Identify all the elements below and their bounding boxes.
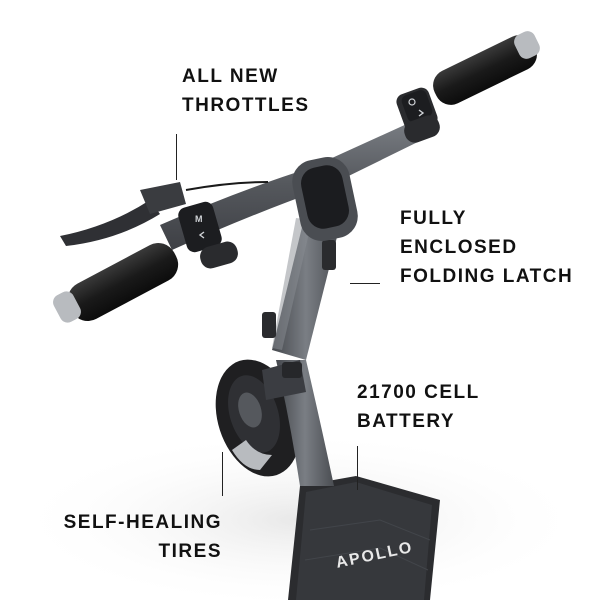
- left-grip: [53, 242, 179, 323]
- stem: [262, 215, 340, 486]
- callout-tires-line2: TIRES: [158, 541, 222, 562]
- leader-line-throttles: [176, 134, 177, 180]
- callout-throttles-line2: THROTTLES: [182, 95, 310, 116]
- mode-m-icon: M: [195, 214, 203, 224]
- callout-throttles: ALL NEW THROTTLES: [182, 62, 310, 120]
- callout-throttles-line1: ALL NEW: [182, 66, 279, 87]
- power-icon: [408, 98, 416, 106]
- brake-lever: [60, 181, 269, 246]
- callout-latch-line1: FULLY: [400, 208, 467, 229]
- folding-latch: [322, 240, 336, 270]
- callout-battery: 21700 CELL BATTERY: [357, 378, 480, 436]
- chevron-right-icon: [418, 109, 425, 117]
- callout-latch-line2: ENCLOSED: [400, 237, 518, 258]
- callout-tires: SELF-HEALING TIRES: [52, 508, 222, 566]
- callout-tires-line1: SELF-HEALING: [63, 512, 222, 533]
- leader-line-tires: [222, 452, 223, 496]
- callout-battery-line2: BATTERY: [357, 411, 456, 432]
- chevron-left-icon: [198, 231, 205, 239]
- callout-battery-line1: 21700 CELL: [357, 382, 480, 403]
- dashboard-display-icon: [300, 165, 350, 229]
- leader-line-latch: [350, 283, 380, 284]
- leader-line-battery: [357, 446, 358, 490]
- right-throttle: [401, 90, 440, 143]
- callout-latch-line3: FOLDING LATCH: [400, 266, 574, 287]
- left-throttle: M: [178, 201, 238, 269]
- deck: APOLLO: [288, 476, 440, 600]
- callout-latch: FULLY ENCLOSED FOLDING LATCH: [400, 204, 573, 291]
- handlebar: [160, 118, 430, 250]
